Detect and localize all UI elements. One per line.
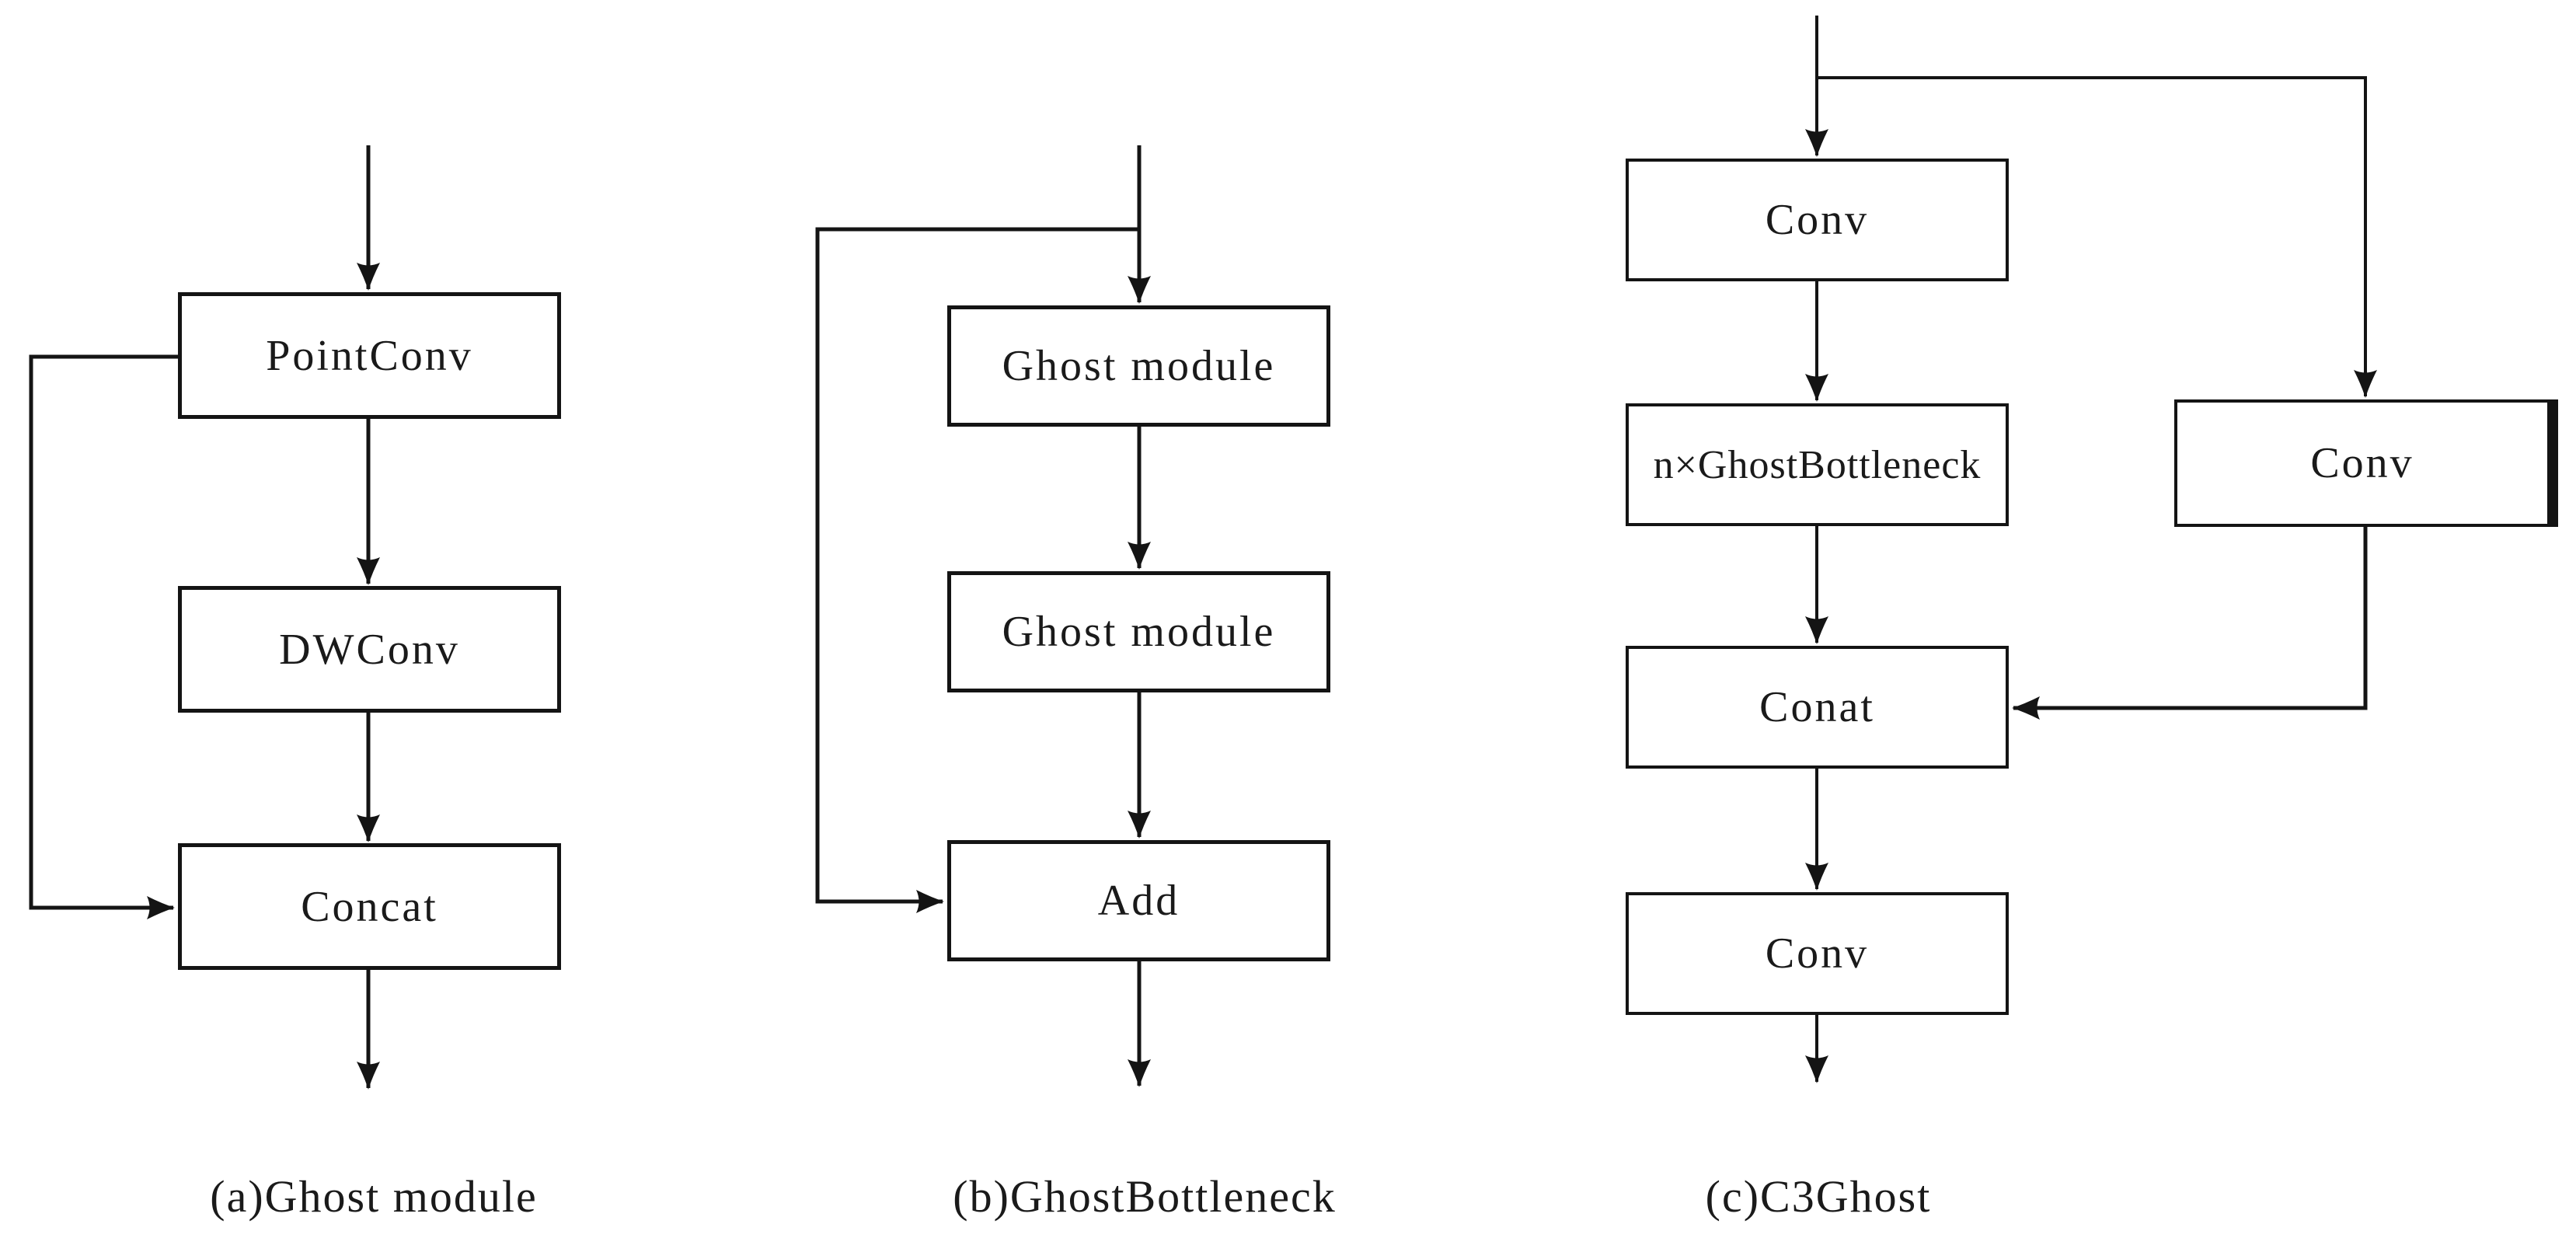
node-b-ghost-module-1: Ghost module bbox=[947, 305, 1330, 427]
node-a-dwconv: DWConv bbox=[178, 586, 561, 713]
edge-c-right-conv-to-conat bbox=[2012, 527, 2368, 720]
node-c-conv-bottom: Conv bbox=[1626, 892, 2009, 1015]
caption-a: (a)Ghost module bbox=[210, 1171, 538, 1222]
node-a-pointconv: PointConv bbox=[178, 292, 561, 419]
node-b-add: Add bbox=[947, 840, 1330, 961]
caption-c: (c)C3Ghost bbox=[1705, 1171, 1932, 1222]
node-c-conv-top: Conv bbox=[1626, 159, 2009, 281]
node-c-ghostbottleneck: n×GhostBottleneck bbox=[1626, 403, 2009, 526]
node-a-concat: Concat bbox=[178, 843, 561, 970]
edge-c-branch-to-right-conv bbox=[1817, 76, 2377, 398]
node-c-conv-right: Conv bbox=[2174, 399, 2558, 527]
node-c-conat: Conat bbox=[1626, 646, 2009, 769]
edge-b-skip-to-add bbox=[815, 227, 1139, 913]
node-b-ghost-module-2: Ghost module bbox=[947, 571, 1330, 692]
edge-a-skip-to-concat bbox=[29, 354, 178, 919]
caption-b: (b)GhostBottleneck bbox=[953, 1171, 1337, 1222]
